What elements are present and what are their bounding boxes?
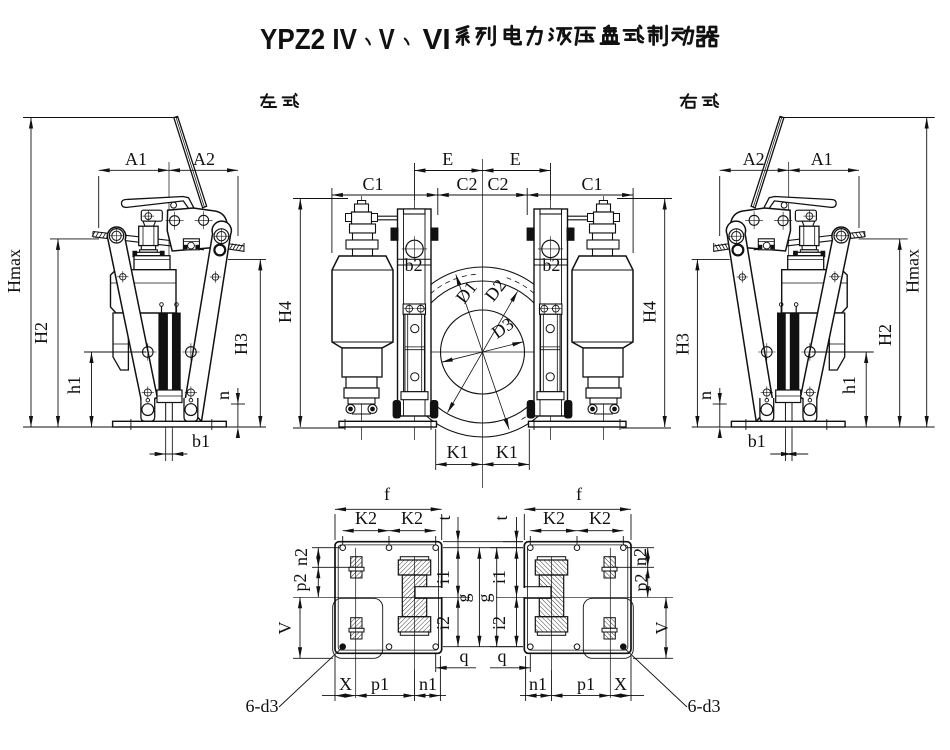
svg-text:n: n	[213, 391, 233, 400]
svg-text:E: E	[442, 149, 453, 169]
svg-text:n: n	[695, 391, 715, 400]
svg-text:6-d3: 6-d3	[688, 696, 721, 716]
svg-text:n1: n1	[419, 674, 437, 694]
svg-text:b2: b2	[405, 255, 423, 275]
svg-text:X: X	[339, 674, 352, 694]
svg-text:q: q	[498, 646, 507, 666]
svg-text:C1: C1	[362, 174, 383, 194]
svg-text:H2: H2	[31, 322, 51, 344]
svg-text:X: X	[614, 674, 627, 694]
svg-text:C2: C2	[487, 174, 508, 194]
svg-text:p2: p2	[631, 574, 651, 592]
svg-text:C2: C2	[456, 174, 477, 194]
svg-text:V: V	[379, 24, 396, 56]
svg-text:A2: A2	[743, 149, 765, 169]
svg-text:t: t	[434, 515, 454, 520]
svg-text:E: E	[510, 149, 521, 169]
svg-text:b1: b1	[192, 431, 210, 451]
svg-text:f: f	[576, 484, 582, 504]
svg-text:i2: i2	[489, 616, 509, 630]
svg-text:6-d3: 6-d3	[246, 696, 279, 716]
svg-text:Hmax: Hmax	[4, 249, 24, 293]
svg-text:V: V	[275, 622, 295, 635]
svg-text:i1: i1	[433, 570, 453, 584]
svg-text:q: q	[460, 646, 469, 666]
svg-text:K2: K2	[401, 508, 423, 528]
svg-text:p2: p2	[290, 574, 310, 592]
svg-text:K1: K1	[496, 442, 518, 462]
svg-text:Hmax: Hmax	[902, 249, 922, 293]
svg-text:b2: b2	[542, 255, 560, 275]
svg-text:i1: i1	[489, 570, 509, 584]
svg-text:H3: H3	[673, 333, 693, 355]
svg-text:V: V	[652, 622, 672, 635]
svg-text:p1: p1	[371, 674, 389, 694]
svg-text:VI: VI	[423, 24, 451, 56]
svg-text:K2: K2	[589, 508, 611, 528]
svg-text:A2: A2	[193, 149, 215, 169]
svg-text:YPZ2 IV: YPZ2 IV	[260, 24, 358, 56]
svg-text:K2: K2	[355, 508, 377, 528]
svg-text:p1: p1	[577, 674, 595, 694]
svg-text:K2: K2	[543, 508, 565, 528]
svg-text:g: g	[453, 594, 473, 603]
svg-text:H4: H4	[640, 301, 660, 323]
svg-text:h1: h1	[839, 376, 859, 394]
svg-text:n1: n1	[529, 674, 547, 694]
svg-text:h1: h1	[64, 376, 84, 394]
svg-text:C1: C1	[581, 174, 602, 194]
svg-text:H4: H4	[275, 301, 295, 323]
svg-text:H2: H2	[875, 324, 895, 346]
svg-text:A1: A1	[811, 149, 833, 169]
svg-text:A1: A1	[125, 149, 147, 169]
svg-text:b1: b1	[748, 431, 766, 451]
svg-text:K1: K1	[447, 442, 469, 462]
svg-text:f: f	[384, 484, 390, 504]
svg-text:g: g	[474, 594, 494, 603]
svg-text:t: t	[491, 515, 511, 520]
svg-text:n2: n2	[630, 548, 650, 566]
svg-text:H3: H3	[231, 333, 251, 355]
svg-text:i2: i2	[433, 616, 453, 630]
svg-text:n2: n2	[291, 548, 311, 566]
